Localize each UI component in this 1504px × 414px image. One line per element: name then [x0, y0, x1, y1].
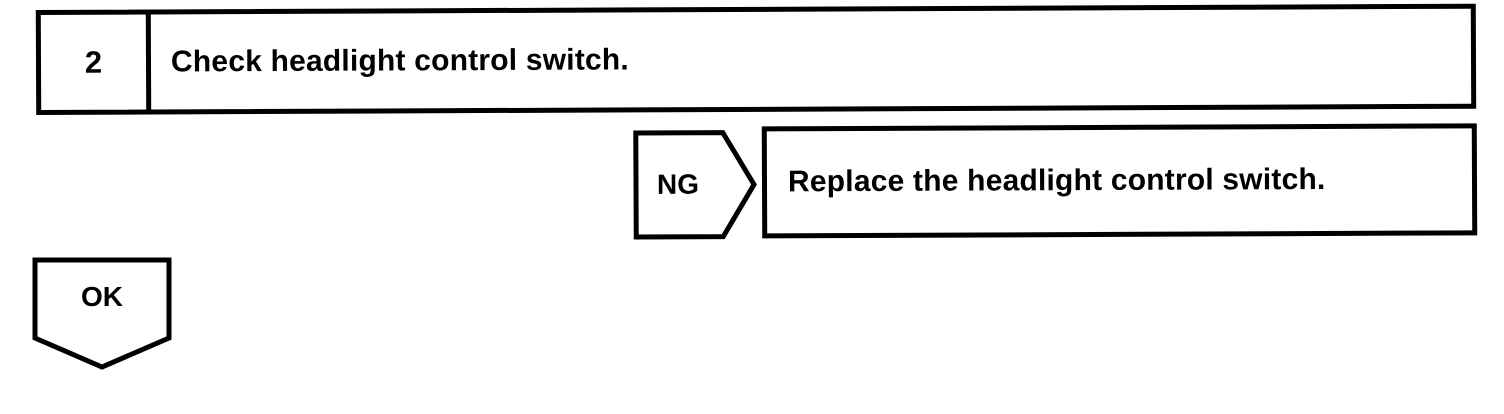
ng-connector: NG — [633, 129, 757, 240]
ng-branch-row: NG Replace the headlight control switch. — [633, 123, 1478, 240]
ng-arrow-right-icon — [633, 130, 757, 240]
ok-connector: OK — [32, 257, 172, 370]
step-instruction: Check headlight control switch. — [170, 42, 630, 78]
step-box: 2 Check headlight control switch. — [35, 3, 1477, 115]
ok-label: OK — [81, 281, 123, 312]
ok-arrow-down-icon — [32, 257, 172, 370]
ng-action-box: Replace the headlight control switch. — [761, 123, 1478, 239]
step-number: 2 — [40, 14, 152, 110]
ng-label: NG — [656, 168, 700, 200]
